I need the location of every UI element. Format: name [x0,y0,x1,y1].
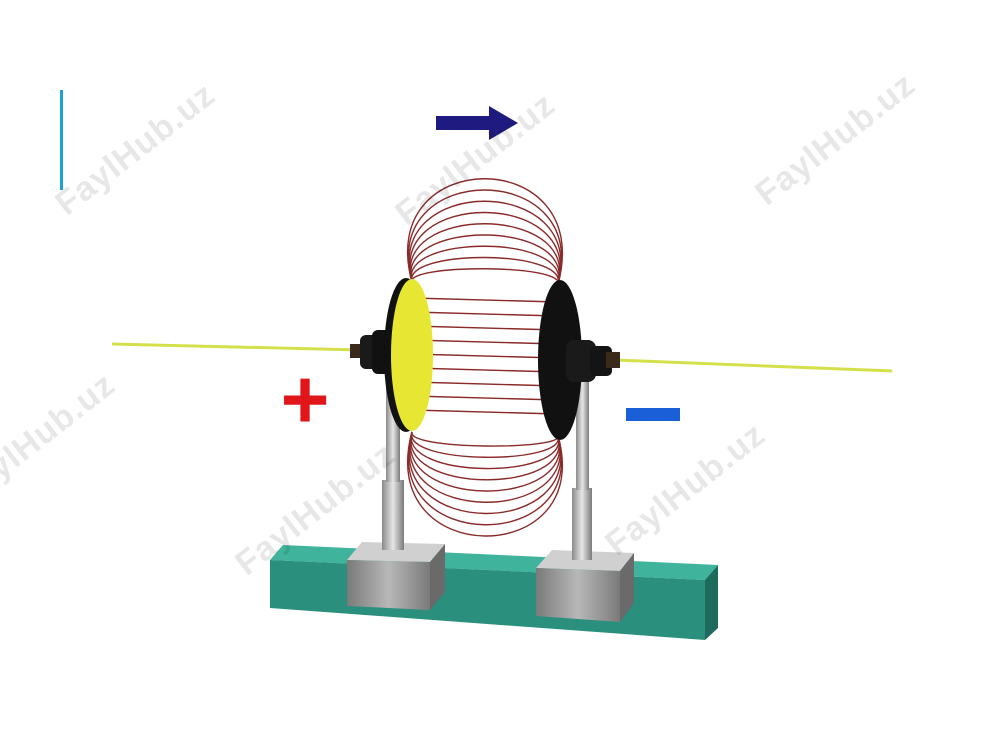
accent-line [60,90,63,190]
field-line [411,431,559,447]
field-line [409,431,561,503]
field-line [407,189,563,285]
field-line [408,431,562,515]
field-line [411,395,559,401]
field-line [411,431,559,458]
field-line [409,223,561,285]
field-line [406,178,564,285]
field-line [408,200,562,285]
field-line [411,353,559,359]
field-line [411,268,559,285]
right-support [536,375,634,622]
field-line [410,245,560,285]
field-line [409,211,561,285]
field-line [411,367,559,373]
field-line [410,234,560,285]
field-line [411,311,559,317]
negative-sign [626,408,680,421]
field-line [410,431,560,481]
negative-plate [538,280,582,440]
base-bar [270,545,718,640]
left-support [347,370,445,610]
right-hub [566,340,620,382]
field-line [411,381,559,387]
positive-plate [391,279,433,431]
field-line [411,325,559,331]
field-line [411,297,559,303]
field-line [409,431,561,492]
field-line [411,256,559,285]
direction-arrow-icon [436,106,518,140]
field-line [407,431,563,526]
electric-field-lines [406,178,564,537]
field-line [410,431,560,470]
left-wire [111,342,361,352]
right-wire [614,358,893,373]
field-line [411,409,559,415]
positive-sign: + [280,352,329,446]
field-line [406,431,564,537]
field-line [411,339,559,345]
